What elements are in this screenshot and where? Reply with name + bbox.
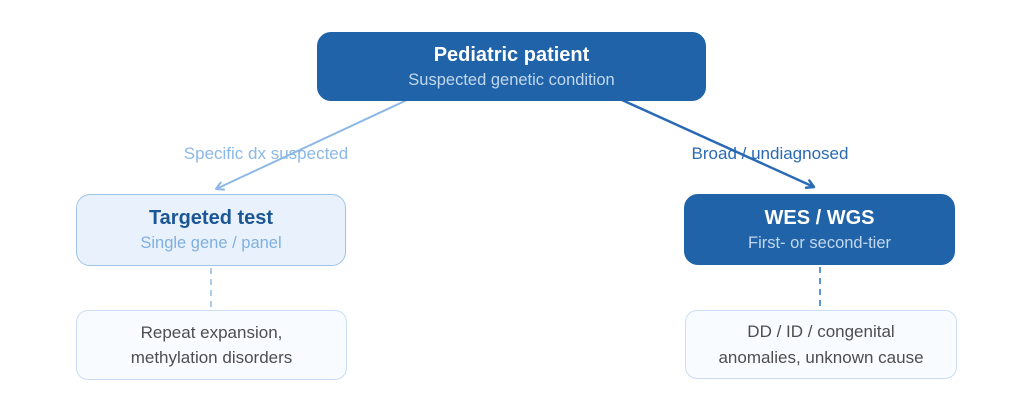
targeted-test-title: Targeted test — [148, 207, 274, 230]
pediatric-patient-subtitle: Suspected genetic condition — [408, 70, 615, 89]
node-targeted-test: Targeted test Single gene / panel — [76, 194, 346, 266]
targeted-test-subtitle: Single gene / panel — [140, 234, 282, 253]
note-targeted-indications: Repeat expansion, methylation disorders — [76, 310, 347, 380]
edge-label-specific-dx-suspected: Specific dx suspected — [183, 144, 349, 163]
wes-wgs-title: WES / WGS — [764, 206, 875, 229]
pediatric-patient-title: Pediatric patient — [433, 43, 590, 66]
note-wes-indications-text: DD / ID / congenital anomalies, unknown … — [718, 322, 924, 367]
note-wes-indications: DD / ID / congenital anomalies, unknown … — [685, 310, 957, 379]
note-targeted-indications-text: Repeat expansion, methylation disorders — [130, 322, 293, 368]
wes-wgs-subtitle: First- or second-tier — [747, 233, 892, 252]
node-pediatric-patient: Pediatric patient Suspected genetic cond… — [317, 32, 706, 101]
edge-label-broad-undiagnosed: Broad / undiagnosed — [691, 144, 849, 163]
node-wes-wgs: WES / WGS First- or second-tier — [684, 194, 955, 265]
